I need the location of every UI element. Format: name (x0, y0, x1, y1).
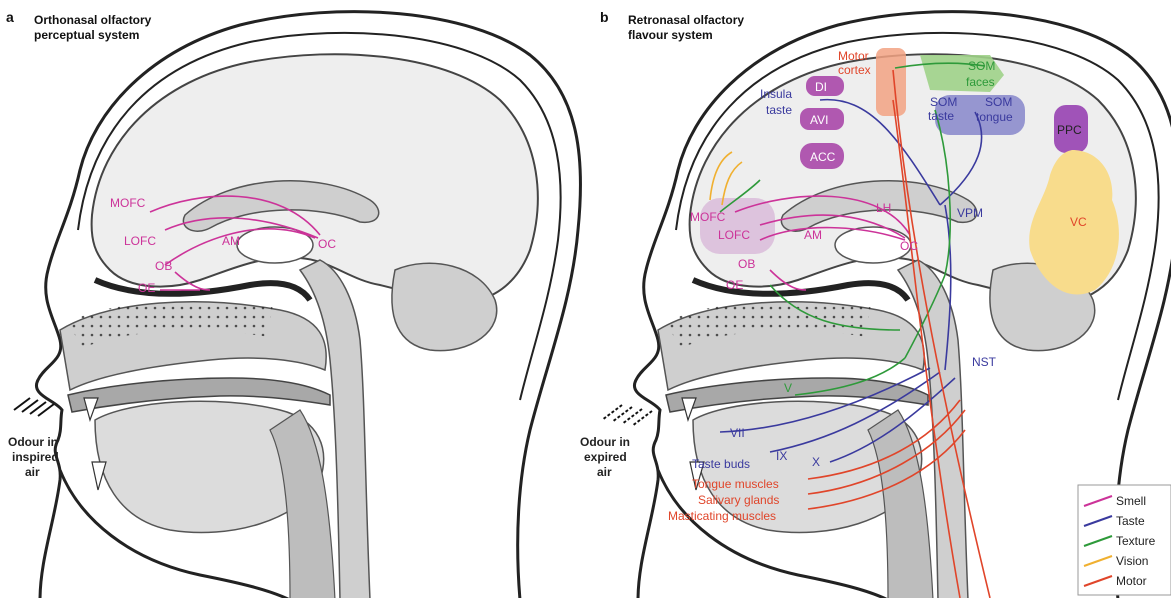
label-vpm: VPM (957, 206, 983, 220)
label-taste-buds: Taste buds (692, 457, 750, 471)
label-ob-b: OB (738, 257, 755, 271)
label-lofc-b: LOFC (718, 228, 750, 242)
expired-air-arrows (602, 405, 652, 426)
label-tongue-muscles: Tongue muscles (692, 477, 779, 491)
label-oc-a: OC (318, 237, 336, 251)
label-motor-cortex-1: Motor (838, 49, 869, 63)
label-motor-cortex-2: cortex (838, 63, 871, 77)
label-nst: NST (972, 355, 997, 369)
panel-b-title-line2: flavour system (628, 28, 713, 42)
label-oc-b: OC (900, 239, 918, 253)
label-x: X (812, 455, 820, 469)
label-som-faces-1: SOM (968, 59, 995, 73)
label-vc: VC (1070, 215, 1087, 229)
label-mofc-b: MOFC (690, 210, 726, 224)
label-avi: AVI (810, 113, 828, 127)
odour-a-line1: Odour in (8, 435, 58, 449)
panel-b-title-line1: Retronasal olfactory (628, 13, 744, 27)
label-oe-b: OE (726, 278, 743, 292)
panel-b-letter: b (600, 9, 609, 25)
label-som-taste-2: taste (928, 109, 954, 123)
odour-b-line3: air (597, 465, 612, 479)
legend-label-texture: Texture (1116, 534, 1156, 548)
label-mofc-a: MOFC (110, 196, 146, 210)
label-am-b: AM (804, 228, 822, 242)
label-som-faces-2: faces (966, 75, 995, 89)
label-insula-1: Insula (760, 87, 792, 101)
label-masticating-muscles: Masticating muscles (668, 509, 776, 523)
panel-a: a Orthonasal olfactory perceptual system… (6, 9, 581, 598)
legend-label-motor: Motor (1116, 574, 1147, 588)
label-oe-a: OE (138, 281, 155, 295)
panel-a-title-line2: perceptual system (34, 28, 139, 42)
label-di: DI (815, 80, 827, 94)
odour-a-line3: air (25, 465, 40, 479)
odour-b-line1: Odour in (580, 435, 630, 449)
odour-a-line2: inspired (12, 450, 59, 464)
label-salivary-glands: Salivary glands (698, 493, 779, 507)
label-insula-2: taste (766, 103, 792, 117)
label-ppc: PPC (1057, 123, 1082, 137)
panel-a-letter: a (6, 9, 14, 25)
label-ix: IX (776, 449, 787, 463)
label-som-taste-1: SOM (930, 95, 957, 109)
label-acc: ACC (810, 150, 836, 164)
odour-b-line2: expired (584, 450, 627, 464)
label-vii: VII (730, 426, 745, 440)
label-am-a: AM (222, 234, 240, 248)
region-motor-cortex (876, 48, 906, 116)
label-som-tongue-1: SOM (985, 95, 1012, 109)
label-lofc-a: LOFC (124, 234, 156, 248)
legend-label-vision: Vision (1116, 554, 1148, 568)
legend-label-taste: Taste (1116, 514, 1145, 528)
label-lh: LH (876, 201, 891, 215)
legend-label-smell: Smell (1116, 494, 1146, 508)
label-ob-a: OB (155, 259, 172, 273)
region-orbitofrontal (700, 198, 775, 254)
panel-a-title-line1: Orthonasal olfactory (34, 13, 152, 27)
label-v: V (784, 381, 792, 395)
label-som-tongue-2: tongue (976, 110, 1013, 124)
